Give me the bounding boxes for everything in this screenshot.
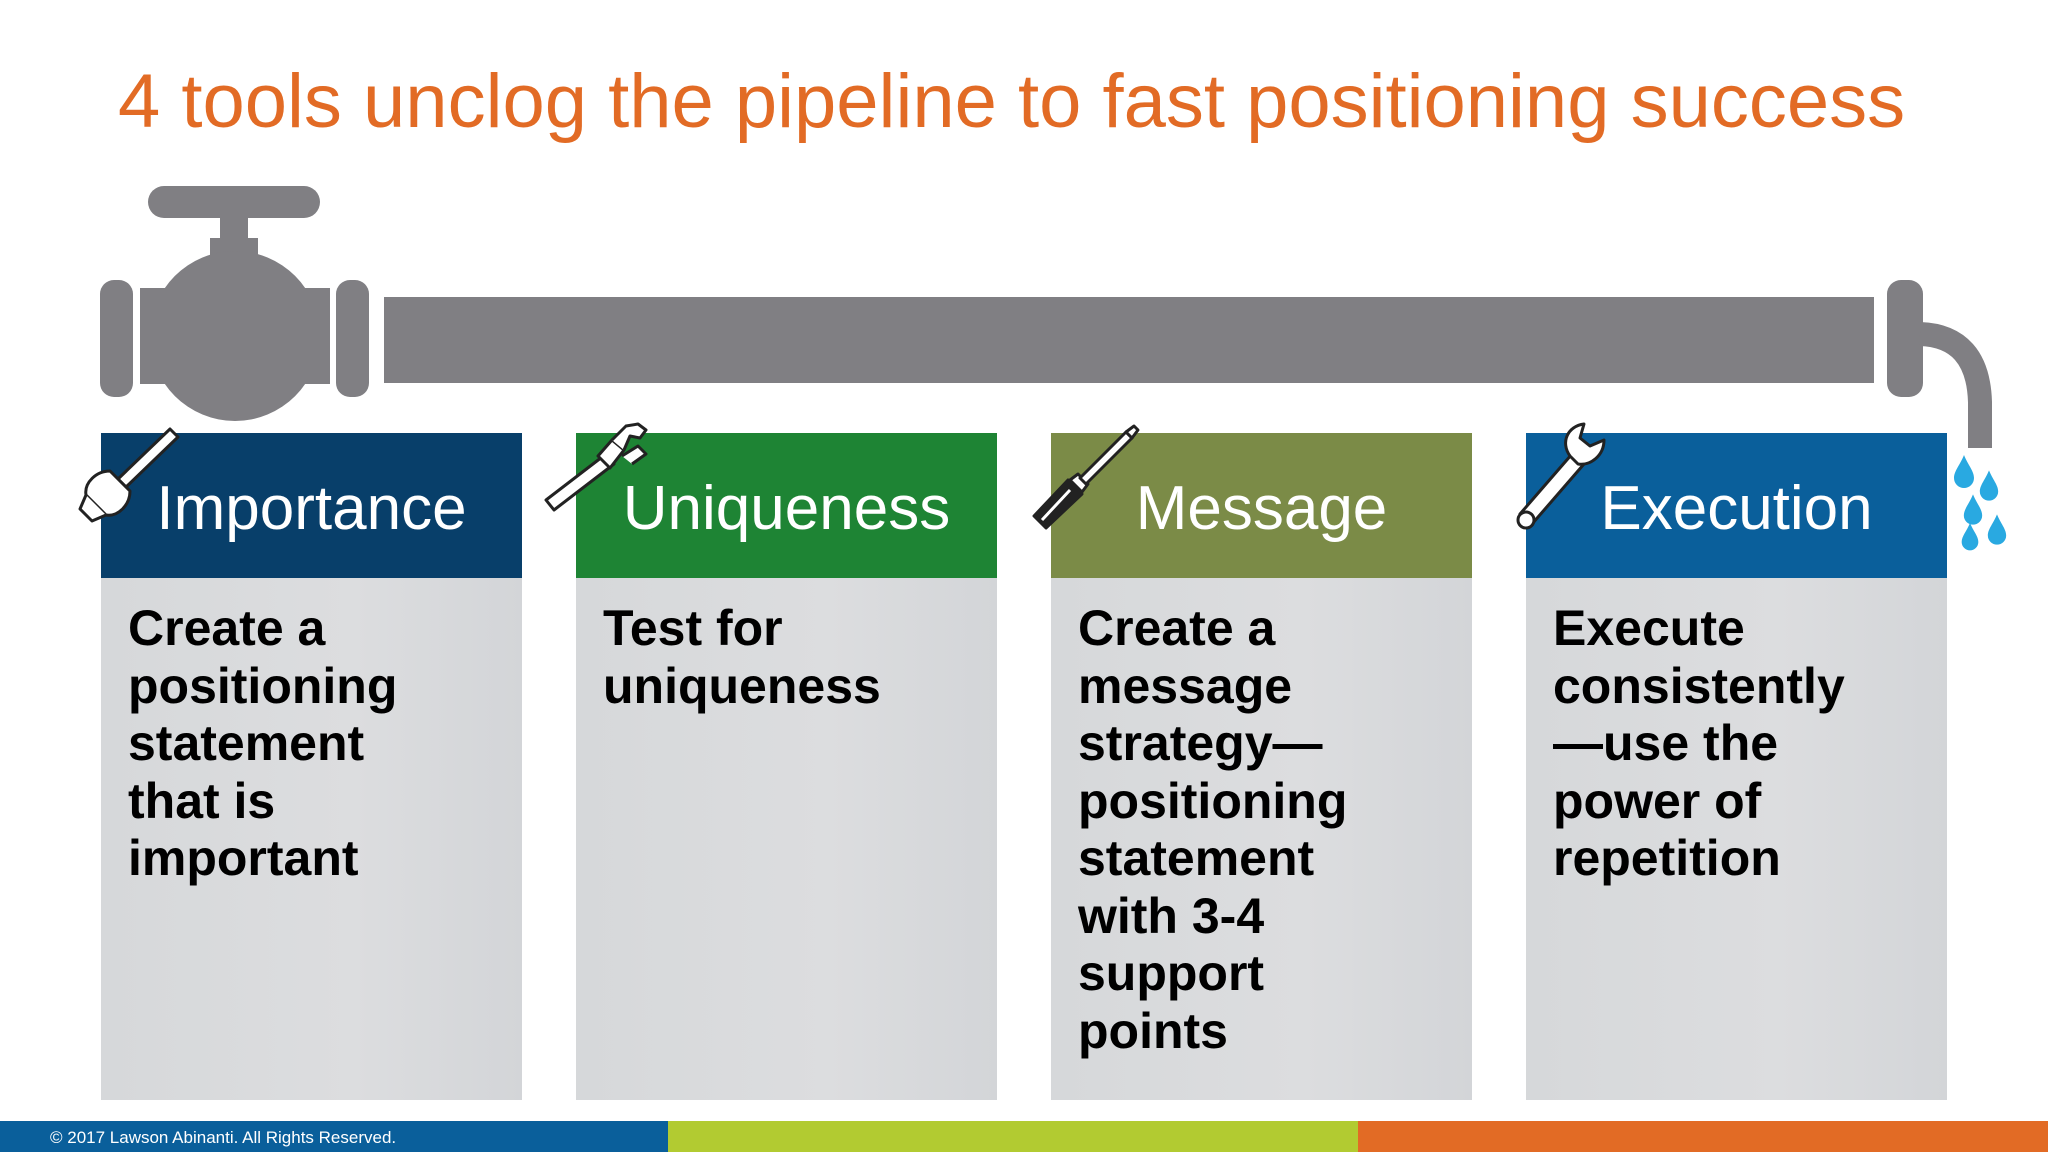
column-text: Create a message strategy— positioning s… [1078, 600, 1348, 1059]
column-title: Execution [1600, 474, 1873, 543]
column-body: Create a positioning statement that is i… [101, 578, 522, 1100]
footer-segment-orange [1358, 1121, 2048, 1152]
column-text: Test for uniqueness [603, 600, 881, 714]
valve-handle [148, 186, 320, 218]
column-importance: Importance Create a positioning statemen… [101, 433, 522, 1100]
main-pipe [384, 297, 1874, 383]
valve-flange-left [100, 280, 133, 397]
column-uniqueness: Uniqueness Test for uniqueness [576, 433, 997, 1100]
column-title: Message [1135, 474, 1388, 543]
plunger-icon [78, 427, 180, 523]
column-text: Create a positioning statement that is i… [128, 600, 398, 886]
slide-title: 4 tools unclog the pipeline to fast posi… [118, 59, 1906, 144]
footer-bar: © 2017 Lawson Abinanti. All Rights Reser… [0, 1121, 2048, 1152]
pipe-wrench-icon [544, 422, 648, 512]
faucet-spout [1919, 322, 1992, 448]
screwdriver-icon [1032, 424, 1140, 530]
column-title: Importance [156, 474, 467, 543]
footer-segment-green [668, 1121, 1358, 1152]
copyright-text: © 2017 Lawson Abinanti. All Rights Reser… [50, 1128, 397, 1147]
pipe-end-flange [1887, 280, 1923, 397]
water-drop-icon [1987, 514, 2007, 545]
water-drop-icon [1979, 470, 1999, 501]
column-body: Create a message strategy— positioning s… [1051, 578, 1472, 1100]
column-execution: Execution Execute consistently —use the … [1526, 433, 1947, 1100]
column-header: Message [1051, 433, 1472, 578]
column-header: Uniqueness [576, 433, 997, 578]
column-message: Message Create a message strategy— posit… [1051, 433, 1472, 1100]
footer-segment-blue [0, 1121, 668, 1152]
adjustable-wrench-icon [1516, 422, 1606, 530]
water-drop-icon [1961, 522, 1979, 551]
column-title: Uniqueness [622, 474, 951, 543]
column-header: Importance [101, 433, 522, 578]
water-drop-icon [1963, 494, 1983, 525]
column-text: Execute consistently —use the power of r… [1553, 600, 1845, 886]
water-drop-icon [1954, 455, 1974, 488]
column-body: Test for uniqueness [576, 578, 997, 1100]
column-body: Execute consistently —use the power of r… [1526, 578, 1947, 1100]
valve-flange-right [336, 280, 369, 397]
